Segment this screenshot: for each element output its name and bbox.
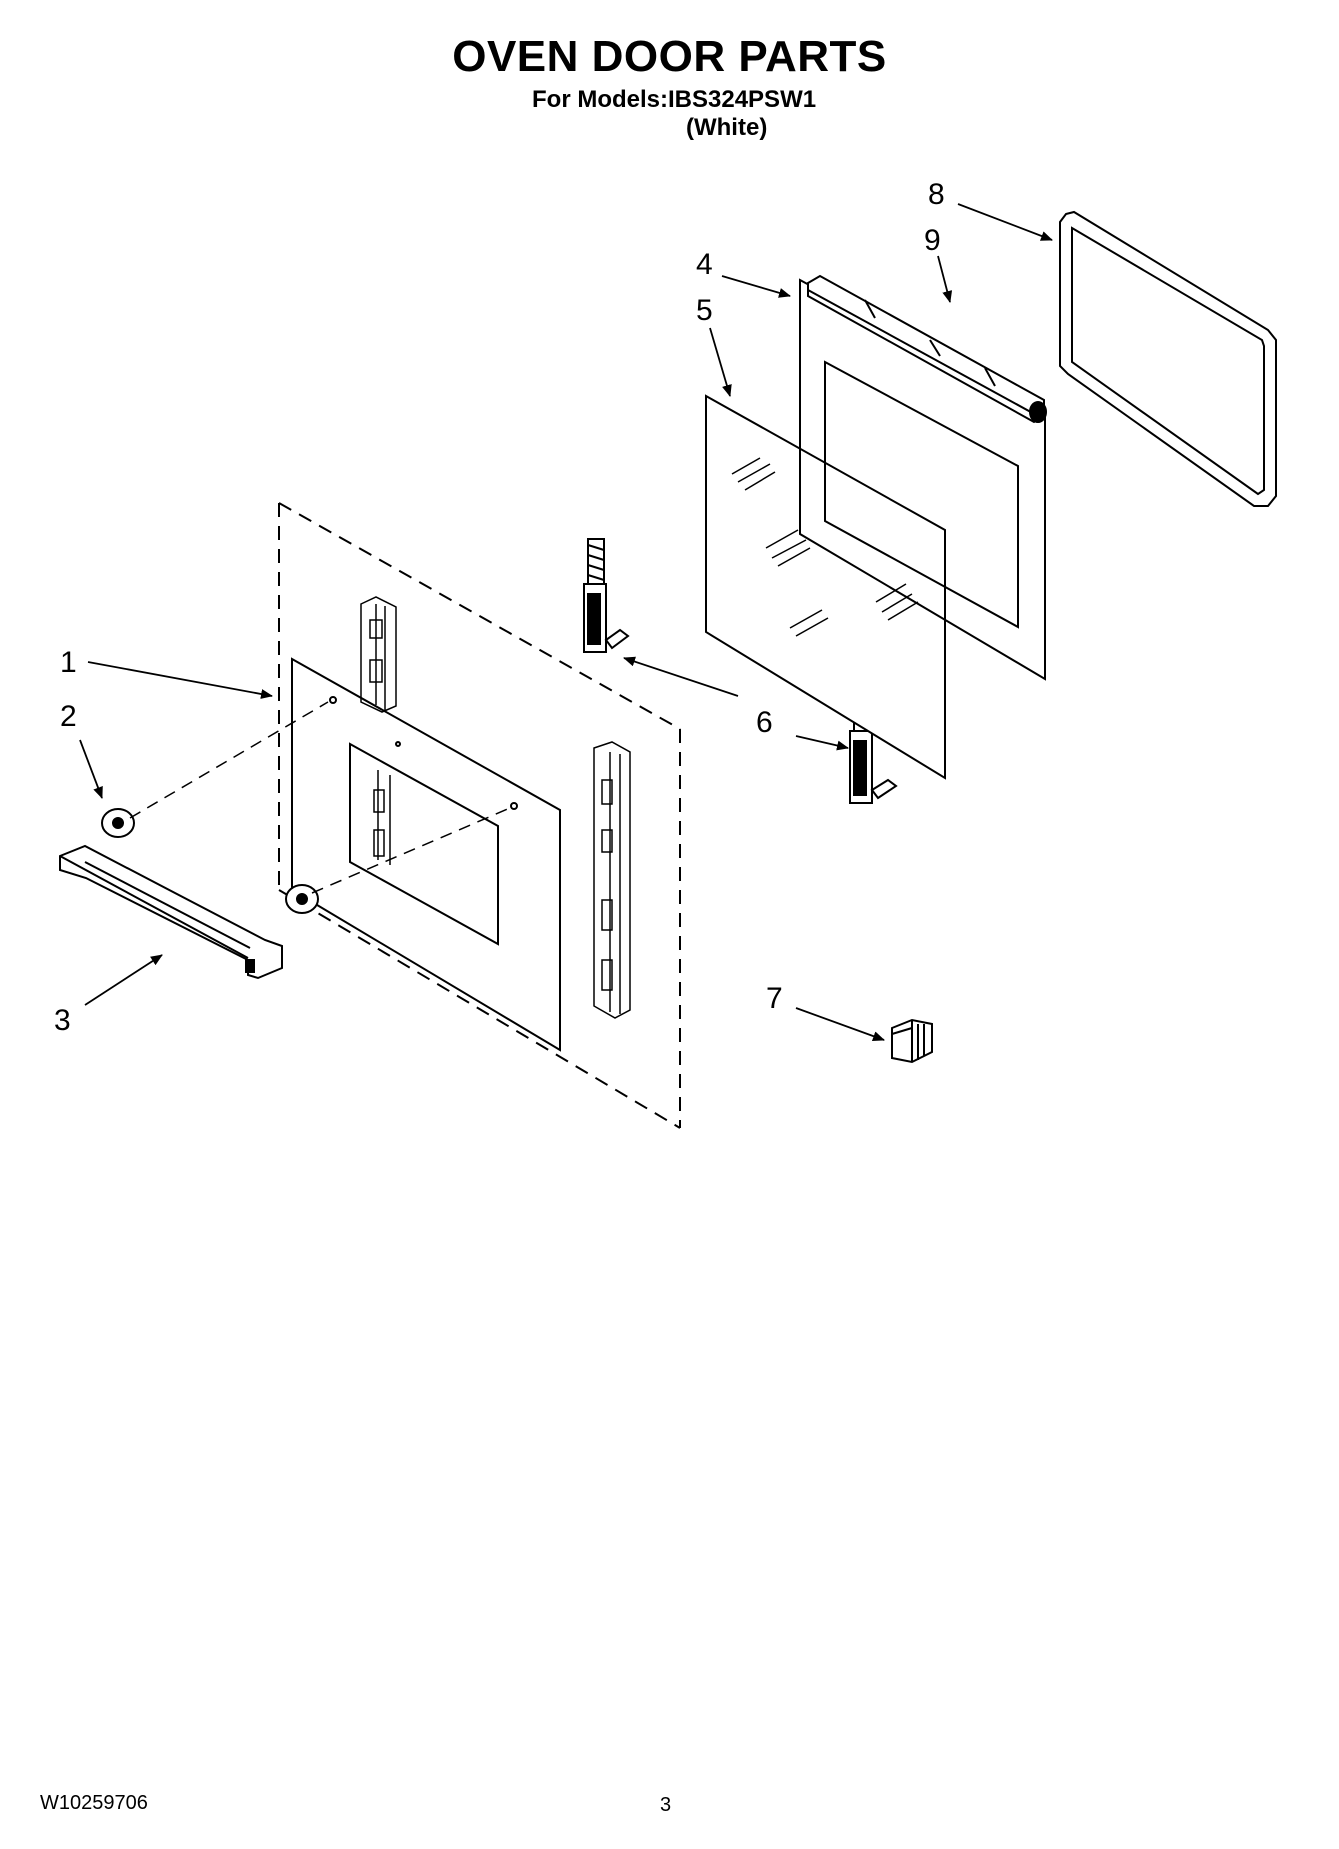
handle-spacer-left bbox=[101, 808, 135, 838]
callout-8: 8 bbox=[928, 178, 945, 211]
alignment-lines bbox=[129, 701, 511, 894]
outer-door-panel bbox=[291, 657, 561, 1052]
callout-2: 2 bbox=[60, 700, 77, 733]
door-assembly-outline bbox=[278, 502, 681, 1129]
callout-3: 3 bbox=[54, 1004, 71, 1037]
inner-glass-pane bbox=[705, 394, 946, 780]
page-title: OVEN DOOR PARTS bbox=[452, 32, 887, 81]
document-number: W10259706 bbox=[40, 1792, 148, 1814]
callout-1: 1 bbox=[60, 646, 77, 679]
door-channel-right bbox=[593, 741, 631, 1019]
door-trim-strip bbox=[807, 274, 1047, 424]
callout-4: 4 bbox=[696, 248, 713, 281]
callout-9: 9 bbox=[924, 224, 941, 257]
handle-spacer-right bbox=[285, 884, 319, 914]
door-channel-left bbox=[360, 596, 397, 865]
page-number: 3 bbox=[660, 1794, 672, 1816]
callout-7: 7 bbox=[766, 982, 783, 1015]
callout-5: 5 bbox=[696, 294, 713, 327]
latch-block bbox=[891, 1018, 933, 1064]
leader-arrows bbox=[79, 203, 1053, 1041]
door-handle bbox=[59, 844, 283, 980]
door-gasket bbox=[1059, 210, 1277, 507]
models-subtitle: For Models:IBS324PSW1 bbox=[532, 86, 817, 113]
hinge-upper bbox=[583, 538, 630, 653]
color-variant: (White) bbox=[686, 114, 768, 141]
callout-6: 6 bbox=[756, 706, 773, 739]
